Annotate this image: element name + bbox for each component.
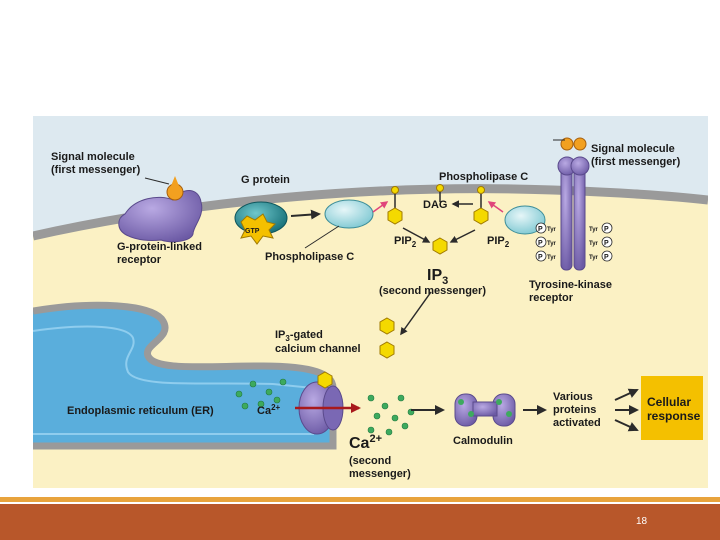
arrow-right-pip2-to-ip3 <box>449 229 476 243</box>
phospholipase-c-top-label: Phospholipase C <box>439 171 528 183</box>
footer-bar <box>0 504 720 540</box>
tyrosine-kinase-label-1: Tyrosine-kinase <box>529 279 612 291</box>
er-lumen-edge <box>33 325 314 435</box>
tyr-left-3: Tyr <box>547 255 557 261</box>
first-messenger-right-label: (first messenger) <box>591 156 681 168</box>
tyr-right-2: Tyr <box>589 241 599 247</box>
pip2-left-label: PIP2 <box>394 235 417 249</box>
er-membrane <box>33 301 337 450</box>
ip3-molecule-travelling <box>379 317 395 359</box>
phospholipase-c-active <box>504 205 546 235</box>
tyrosine-kinase-receptor <box>557 137 590 271</box>
pip2-molecule-right <box>473 186 489 225</box>
er-label: Endoplasmic reticulum (ER) <box>67 405 214 417</box>
various-label-2: proteins <box>553 404 596 416</box>
various-label-1: Various <box>553 391 593 403</box>
receptor-label-1: G-protein-linked <box>117 241 202 253</box>
arrow-gprotein-to-plc <box>290 209 321 220</box>
various-label-3: activated <box>553 417 601 429</box>
cellular-response-label-2: response <box>647 409 701 423</box>
ca-small-label: Ca2+ <box>257 403 281 417</box>
arrow-left-pip2-to-ip3 <box>402 227 431 243</box>
p-left-1: P <box>538 226 543 233</box>
arrow-proteins-to-response-3 <box>614 419 639 432</box>
pip2-molecule-left <box>387 186 403 225</box>
signal-transduction-diagram: GTP <box>33 116 708 488</box>
signal-molecule-left-stem <box>171 176 179 186</box>
ip3-gated-label: IP3-gated <box>275 329 323 343</box>
phospholipase-c-inactive <box>324 199 374 229</box>
tyr-left-2: Tyr <box>547 241 557 247</box>
p-right-2: P <box>604 240 609 247</box>
gtp-badge-icon <box>240 213 276 245</box>
signal-molecule-right-label: Signal molecule <box>591 143 675 155</box>
calcium-ions-er <box>235 378 287 410</box>
phosphotyrosine-group <box>535 222 613 262</box>
ca-big-label: Ca2+ <box>349 433 382 452</box>
receptor-label-2: receptor <box>117 254 162 266</box>
first-messenger-left-label: (first messenger) <box>51 164 141 176</box>
tyrosine-kinase-label-2: receptor <box>529 292 574 304</box>
gtp-label: GTP <box>245 228 260 235</box>
dag-label: DAG <box>423 199 447 211</box>
tyr-left-1: Tyr <box>547 227 557 233</box>
p-right-1: P <box>604 226 609 233</box>
p-left-2: P <box>538 240 543 247</box>
pink-arrow-right <box>487 201 504 213</box>
second-messenger-ip3-label: (second messenger) <box>379 285 486 297</box>
ca-second-label-2: messenger) <box>349 468 411 480</box>
pip2-right-label: PIP2 <box>487 235 510 249</box>
arrow-proteins-to-response-1 <box>614 388 639 401</box>
page-number: 18 <box>636 516 648 527</box>
g-protein-label: G protein <box>241 174 290 186</box>
arrow-plc-label <box>304 225 340 249</box>
calmodulin-protein <box>454 393 516 427</box>
pip2-molecule-center <box>436 184 444 202</box>
endoplasmic-reticulum <box>33 305 333 446</box>
calmodulin-label: Calmodulin <box>453 435 513 447</box>
phospholipase-c-bottom-label: Phospholipase C <box>265 251 354 263</box>
calcium-channel-label: calcium channel <box>275 343 361 355</box>
ca-second-label-1: (second <box>349 455 391 467</box>
tyr-right-1: Tyr <box>589 227 599 233</box>
arrow-ip3-to-channel <box>400 291 432 336</box>
ip3-label: IP3 <box>427 267 448 287</box>
arrow-signal-to-receptor <box>144 177 170 185</box>
tyr-right-3: Tyr <box>589 255 599 261</box>
footer-accent-line <box>0 497 720 502</box>
p-right-3: P <box>604 254 609 261</box>
p-left-3: P <box>538 254 543 261</box>
ip3-molecule <box>432 237 448 255</box>
cellular-response-label-1: Cellular <box>647 395 691 409</box>
signal-molecule-left-icon <box>166 183 184 201</box>
pink-arrow-left <box>372 201 389 213</box>
signal-molecule-left-label: Signal molecule <box>51 151 135 163</box>
cellular-response-box <box>641 376 703 440</box>
